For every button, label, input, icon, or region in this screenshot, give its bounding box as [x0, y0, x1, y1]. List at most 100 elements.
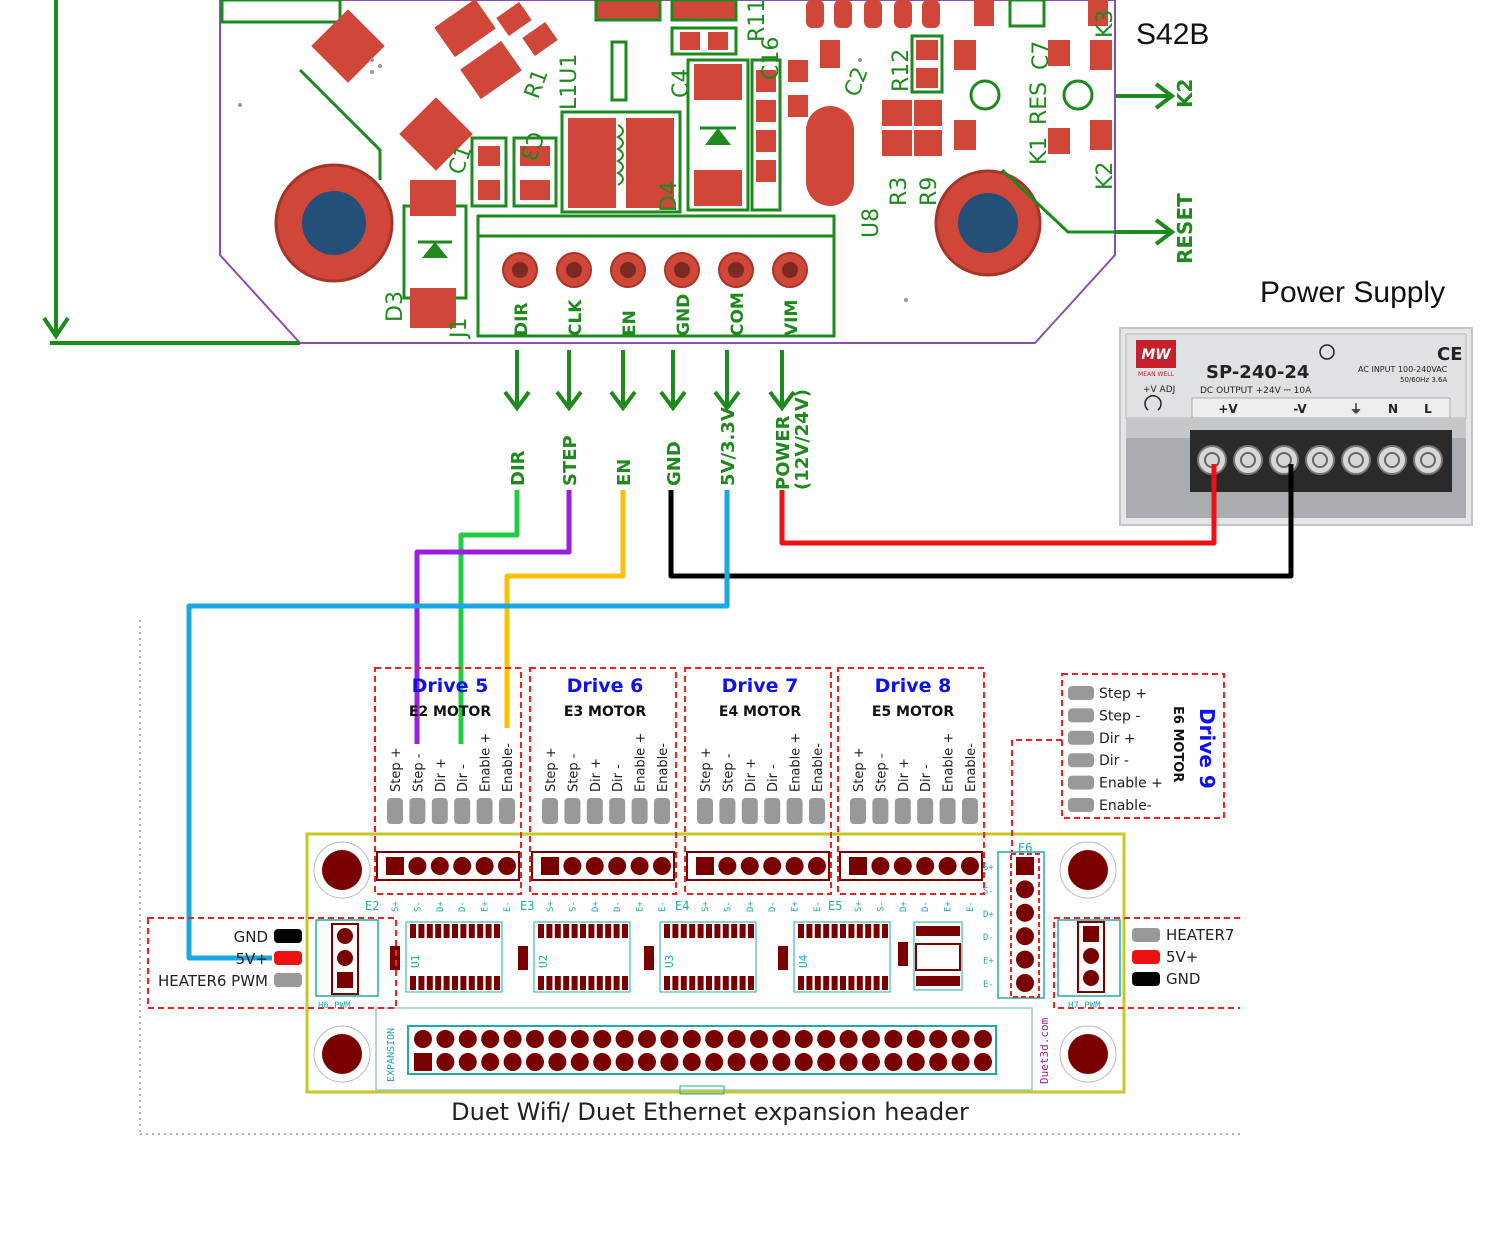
drive-pin-label: Enable + [479, 733, 494, 792]
drive-conn-pin [453, 857, 472, 875]
drive-pin-swatch [917, 798, 934, 824]
drive-title: Drive 8 [875, 675, 952, 697]
e6-label: E6 [1018, 841, 1032, 855]
chip-pin [418, 924, 425, 938]
drive-conn-pin-short: E- [503, 901, 513, 912]
psu-terminal-label: +V [1218, 402, 1238, 416]
chip-outline [405, 921, 503, 993]
signal-label: GND [664, 441, 685, 486]
drive-conn-pin [763, 857, 782, 875]
controller-pin-label: EN [620, 310, 640, 336]
silk-res: RES [1027, 82, 1052, 125]
drive-pin-swatch [476, 798, 493, 824]
reset-label: RESET [1173, 193, 1197, 264]
wire-gnd [668, 464, 1294, 579]
chip-pin [882, 924, 888, 938]
expansion-pin [548, 1030, 567, 1048]
drive-conn-pin-short: D+ [591, 901, 601, 912]
drive-conn-pin-short: S+ [546, 901, 556, 912]
drive-pin-swatch [809, 798, 825, 824]
drive-pin-swatch [850, 798, 866, 824]
expansion-pin [974, 1030, 992, 1048]
chip-pin [823, 924, 830, 938]
drive-box [529, 667, 677, 895]
signal-label: DIR [508, 450, 529, 486]
heater7-5v-swatch [1132, 950, 1160, 964]
drive-title: Drive 6 [567, 675, 644, 697]
chip-pin [840, 976, 846, 990]
controller-pin-label: DIR [512, 302, 532, 336]
drive-pin-label: Step - [411, 753, 426, 792]
chip-pin [714, 976, 721, 990]
silk-c16: C16 [759, 37, 784, 80]
expansion-pin [615, 1030, 634, 1048]
drive-conn-pin-short: S- [568, 901, 578, 912]
chip-pin [714, 924, 721, 938]
h7-label: H7 PWM [1068, 1001, 1101, 1011]
drive-pin-swatch [719, 798, 736, 824]
drive-motor: E3 MOTOR [564, 704, 646, 720]
chip-label: U4 [797, 954, 810, 968]
chip-pin [748, 976, 754, 990]
chip-pin [452, 976, 458, 990]
chip-pin [468, 976, 475, 990]
chip-pin [739, 976, 746, 990]
chip-label: U3 [663, 955, 676, 968]
drive9-pin-label: Dir - [1099, 753, 1129, 769]
expansion-label: EXPANSION [386, 1028, 397, 1082]
expansion-pin [727, 1053, 746, 1071]
psu-terminal-label: -V [1293, 402, 1307, 416]
drive-pin-label: Enable + [634, 733, 649, 792]
drive-pin-swatch [786, 798, 803, 824]
chip-pin [848, 924, 855, 938]
drive-pin-swatch [586, 798, 603, 824]
expansion-pin [705, 1030, 724, 1048]
chip-outline [659, 921, 757, 993]
drive-pin-label: Dir - [456, 764, 471, 792]
chip-pin [722, 924, 729, 938]
expansion-pin [929, 1053, 948, 1071]
chip-pin [494, 976, 500, 990]
chip-pin [697, 924, 704, 938]
wires [186, 464, 1294, 961]
drive-pin-label: Step - [874, 753, 889, 792]
silk-r9: R9 [917, 177, 942, 206]
psu-dc-output: DC OUTPUT +24V ⎓ 10A [1200, 386, 1312, 396]
chip-pin [410, 976, 416, 990]
psu-ac-input: AC INPUT 100-240VAC [1358, 365, 1448, 374]
drive9-pin-label: Enable + [1099, 776, 1163, 792]
chip-cap [518, 946, 528, 970]
drive-conn-pin-short: E+ [481, 901, 491, 912]
wire-dir [458, 490, 520, 744]
expansion-pin [526, 1030, 544, 1048]
psu-screw-head [1348, 452, 1364, 468]
expansion-pin [660, 1030, 679, 1048]
reset-arrow: RESET [1115, 193, 1197, 264]
drive-pin-swatch [872, 798, 889, 824]
signal-arrow-head [768, 390, 796, 412]
drive-pin-label: Enable + [942, 733, 957, 792]
website-label: Duet3d.com [1038, 1017, 1051, 1084]
drive9-group: Step +Step -Dir +Dir -Enable +Enable- Dr… [983, 673, 1225, 999]
drive-conn-pin-short: D- [921, 901, 931, 912]
chip-cap [644, 946, 654, 970]
expansion-pin [862, 1030, 880, 1048]
chip-pin [443, 976, 450, 990]
silk-c4: C4 [669, 69, 694, 98]
drive-pin-label: Dir - [919, 764, 934, 792]
drive-conn-pin-short: D+ [899, 901, 909, 912]
expansion-pin [772, 1053, 791, 1071]
drive-conn-pin-short: S- [723, 901, 733, 912]
chip-pin [731, 976, 738, 990]
drive-pin-swatch [962, 798, 978, 824]
drive9-pin-swatch [1068, 686, 1094, 700]
drive-conn-pin-short: D+ [746, 901, 756, 912]
drive-conn-pin [585, 857, 604, 875]
expansion-pin [593, 1030, 612, 1048]
silk-r3: R3 [887, 177, 912, 206]
e6-pin-short: E- [983, 980, 994, 990]
controller-title: S42B [1136, 18, 1209, 51]
heater7-gnd-swatch [1132, 972, 1160, 986]
chip-pin [563, 976, 570, 990]
